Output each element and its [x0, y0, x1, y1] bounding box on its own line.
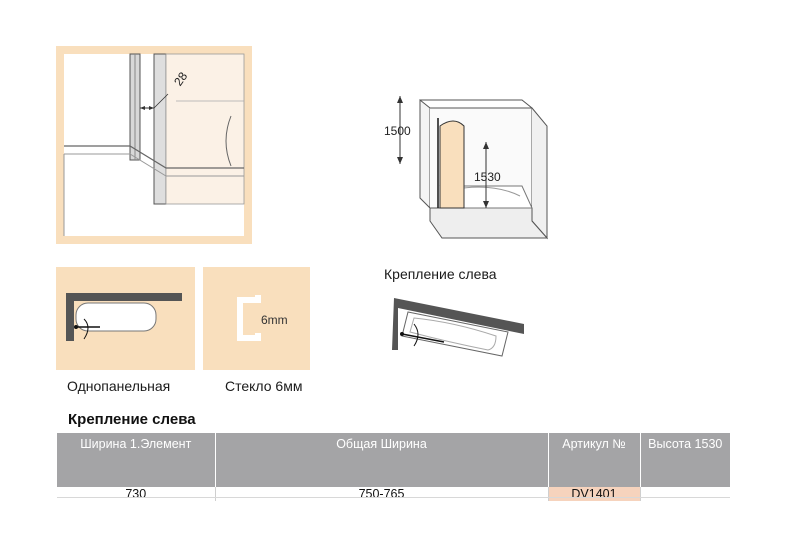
bathtub-drawing: [397, 96, 549, 240]
table-row-divider: [57, 497, 730, 498]
cell-total-width: 750-765: [215, 487, 549, 501]
bathtub-screen-diagram: 1500 1530: [382, 78, 562, 256]
single-panel-box: [56, 267, 195, 370]
spec-table: Ширина 1.Элемент Общая Ширина Артикул № …: [57, 433, 730, 501]
cell-element-width: 730: [57, 487, 216, 501]
glass-thickness-box: 6mm: [203, 267, 310, 370]
glass-6mm-label: 6mm: [261, 313, 288, 327]
section-title: Крепление слева: [68, 411, 196, 428]
single-panel-caption: Однопанельная: [67, 378, 171, 394]
single-panel-drawing: [66, 293, 182, 341]
header-element-width: Ширина 1.Элемент: [57, 433, 216, 487]
glass-caption: Стекло 6мм: [225, 378, 303, 394]
height-1530-label: 1530: [474, 170, 501, 184]
header-height: Высота 1530: [640, 433, 730, 487]
detail-closeup-panel: 28: [56, 46, 252, 244]
table-header-row: Ширина 1.Элемент Общая Ширина Артикул № …: [57, 433, 730, 487]
glass-profile-drawing: [237, 295, 261, 341]
tub-top-view-right: [384, 292, 534, 360]
profile-detail-drawing: [63, 53, 245, 236]
header-article: Артикул №: [548, 433, 641, 487]
height-1500-label: 1500: [384, 124, 411, 138]
cell-article: DV1401: [548, 487, 641, 501]
header-total-width: Общая Ширина: [215, 433, 549, 487]
table-row: 730 750-765 DV1401: [57, 487, 730, 501]
mount-left-caption: Крепление слева: [384, 266, 497, 282]
tub-top-view-drawing: [392, 298, 524, 357]
cell-height: [640, 487, 730, 501]
